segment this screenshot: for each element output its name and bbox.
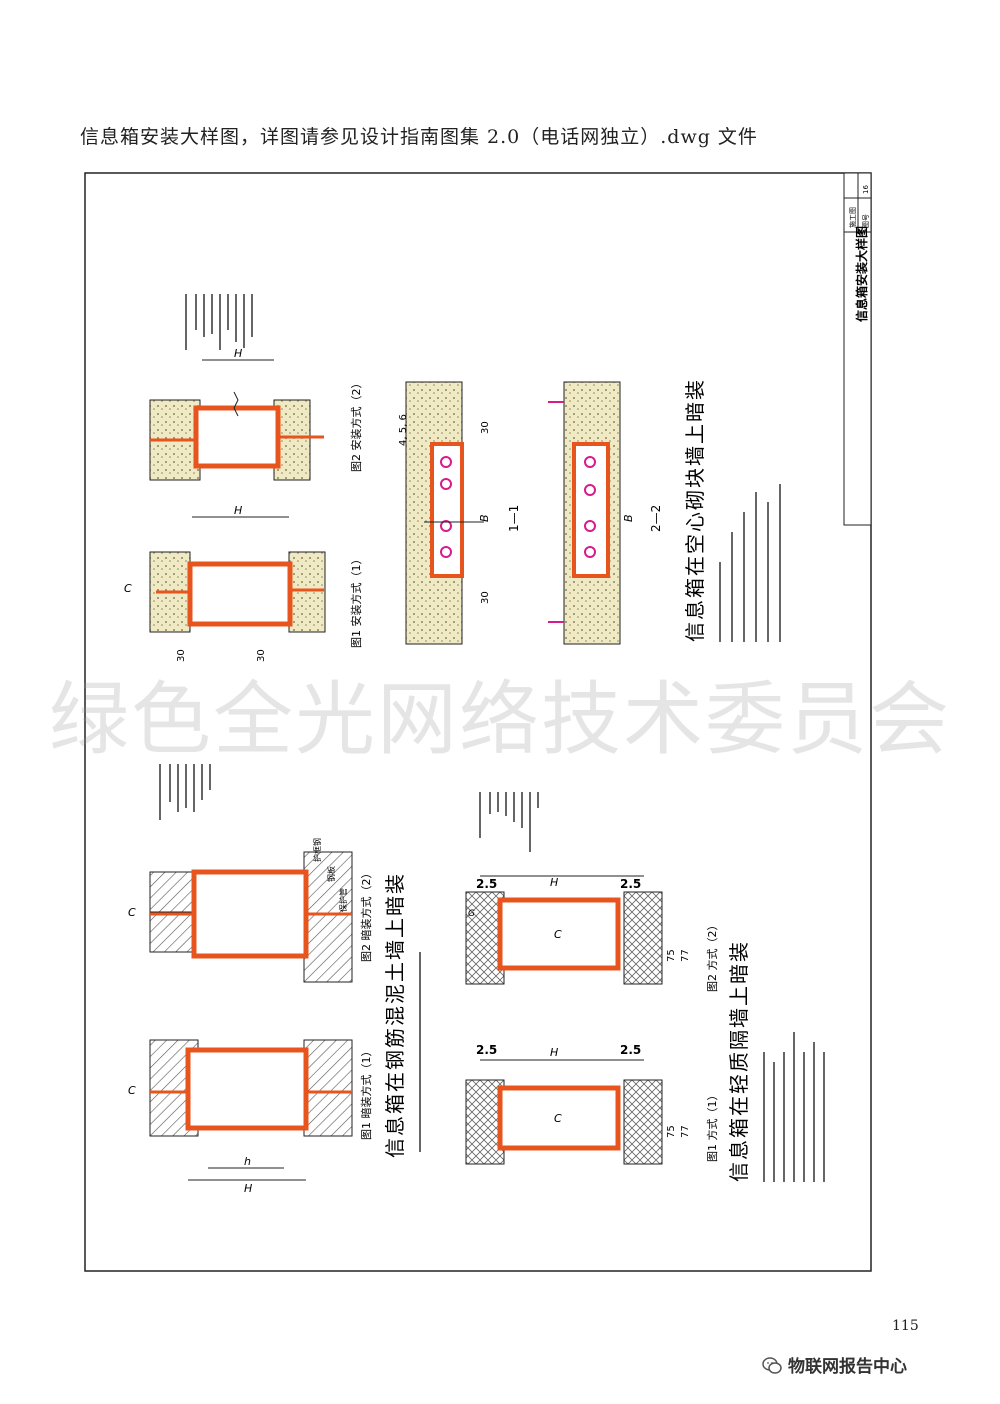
title-block-sheet-no: 16 xyxy=(862,185,870,194)
lw-fig1-dim-c: C xyxy=(554,1112,562,1125)
sec11-dim-30b: 30 xyxy=(480,591,491,604)
conc-fig1-dim-h-lower: h xyxy=(244,1155,251,1168)
lw-fig2-dim75: 75 xyxy=(666,949,677,962)
lw-fig2-dim25a: 2.5 xyxy=(476,877,497,891)
lw-fig2-dim25b: 2.5 xyxy=(620,877,641,891)
lw-fig1-caption: 图1 方式（1） xyxy=(705,1090,719,1163)
light-wall-title: 信息箱在轻质隔墙上暗装 xyxy=(727,940,751,1182)
sec11-dim-30a: 30 xyxy=(480,421,491,434)
fig1a-dim-30a: 30 xyxy=(176,649,187,662)
lw-fig1-dim-h: H xyxy=(550,1046,558,1059)
fig2a-caption: 图2 安装方式（2） xyxy=(349,378,363,473)
lw-fig1-dim25a: 2.5 xyxy=(476,1043,497,1057)
fig1a-dim-c: C xyxy=(124,582,132,595)
conc-fig1-dim-h: H xyxy=(244,1182,252,1195)
concrete-title: 信息箱在钢筋混泥土墙上暗装 xyxy=(383,872,407,1158)
fig2a-dim-h: H xyxy=(234,347,242,360)
title-block xyxy=(843,172,872,526)
lw-fig1-dim25b: 2.5 xyxy=(620,1043,641,1057)
sec11-dim-b: B xyxy=(478,514,491,522)
lw-fig2-caption: 图2 方式（2） xyxy=(705,920,719,993)
title-block-sheet-label: 图号 xyxy=(862,214,870,228)
sec22-dim-b: B xyxy=(622,514,635,522)
drawing-sheet: 信息箱安装大样图 施工图 图号 16 H H xyxy=(84,172,872,1272)
lw-fig2-dim77: 77 xyxy=(680,949,691,962)
lw-fig2-dim-g: G xyxy=(468,909,475,919)
sec11-dim-456: 4, 5, 6 xyxy=(398,414,409,446)
fig1a-dim-30b: 30 xyxy=(256,649,267,662)
drawing-svg: 信息箱安装大样图 施工图 图号 16 H H xyxy=(84,172,872,1272)
title-block-chapter: 施工图 xyxy=(848,207,857,228)
footer-brand-text: 物联网报告中心 xyxy=(788,1357,907,1377)
light-wall-section: 2.5 2.5 H C 75 77 G 图2 方式（2） 2.5 2.5 H C… xyxy=(465,792,825,1182)
wechat-icon xyxy=(762,1357,782,1374)
conc-fig1-dim-c: C xyxy=(128,1084,136,1097)
lw-fig2-dim-c: C xyxy=(554,928,562,941)
solid-block-section: H H C 30 30 图2 安装方式（2） 图1 安装方式（1） B 30 3… xyxy=(124,294,781,662)
conc-fig2-guard: 护框钢 xyxy=(312,838,322,862)
fig1a-dim-h: H xyxy=(234,504,242,517)
fig1a-caption: 图1 安装方式（1） xyxy=(349,554,363,649)
lw-fig2-dim-h: H xyxy=(550,876,558,889)
conc-fig2-protect: 保护管 xyxy=(338,888,348,912)
lw-fig1-dim75: 75 xyxy=(666,1125,677,1138)
solid-block-title: 信息箱在空心砌块墙上暗装 xyxy=(683,378,707,642)
footer-brand[interactable]: 物联网报告中心 xyxy=(762,1352,907,1377)
conc-fig2-caption: 图2 暗装方式（2） xyxy=(359,868,373,963)
conc-fig1-caption: 图1 暗装方式（1） xyxy=(359,1046,373,1141)
conc-fig2-steel: 钢板 xyxy=(326,866,336,882)
section-22-label: 2—2 xyxy=(649,505,663,532)
page-caption: 信息箱安装大样图，详图请参见设计指南图集 2.0（电话网独立）.dwg 文件 xyxy=(80,126,758,148)
lw-fig1-dim77: 77 xyxy=(680,1125,691,1138)
section-11-label: 1—1 xyxy=(507,505,521,532)
conc-fig2-dim-c: C xyxy=(128,906,136,919)
title-block-main: 信息箱安装大样图 xyxy=(854,226,869,322)
page-number: 115 xyxy=(892,1318,919,1334)
concrete-section: C 护框钢 钢板 保护管 图2 暗装方式（2） H h C 图1 暗装方式（1）… xyxy=(128,764,421,1195)
